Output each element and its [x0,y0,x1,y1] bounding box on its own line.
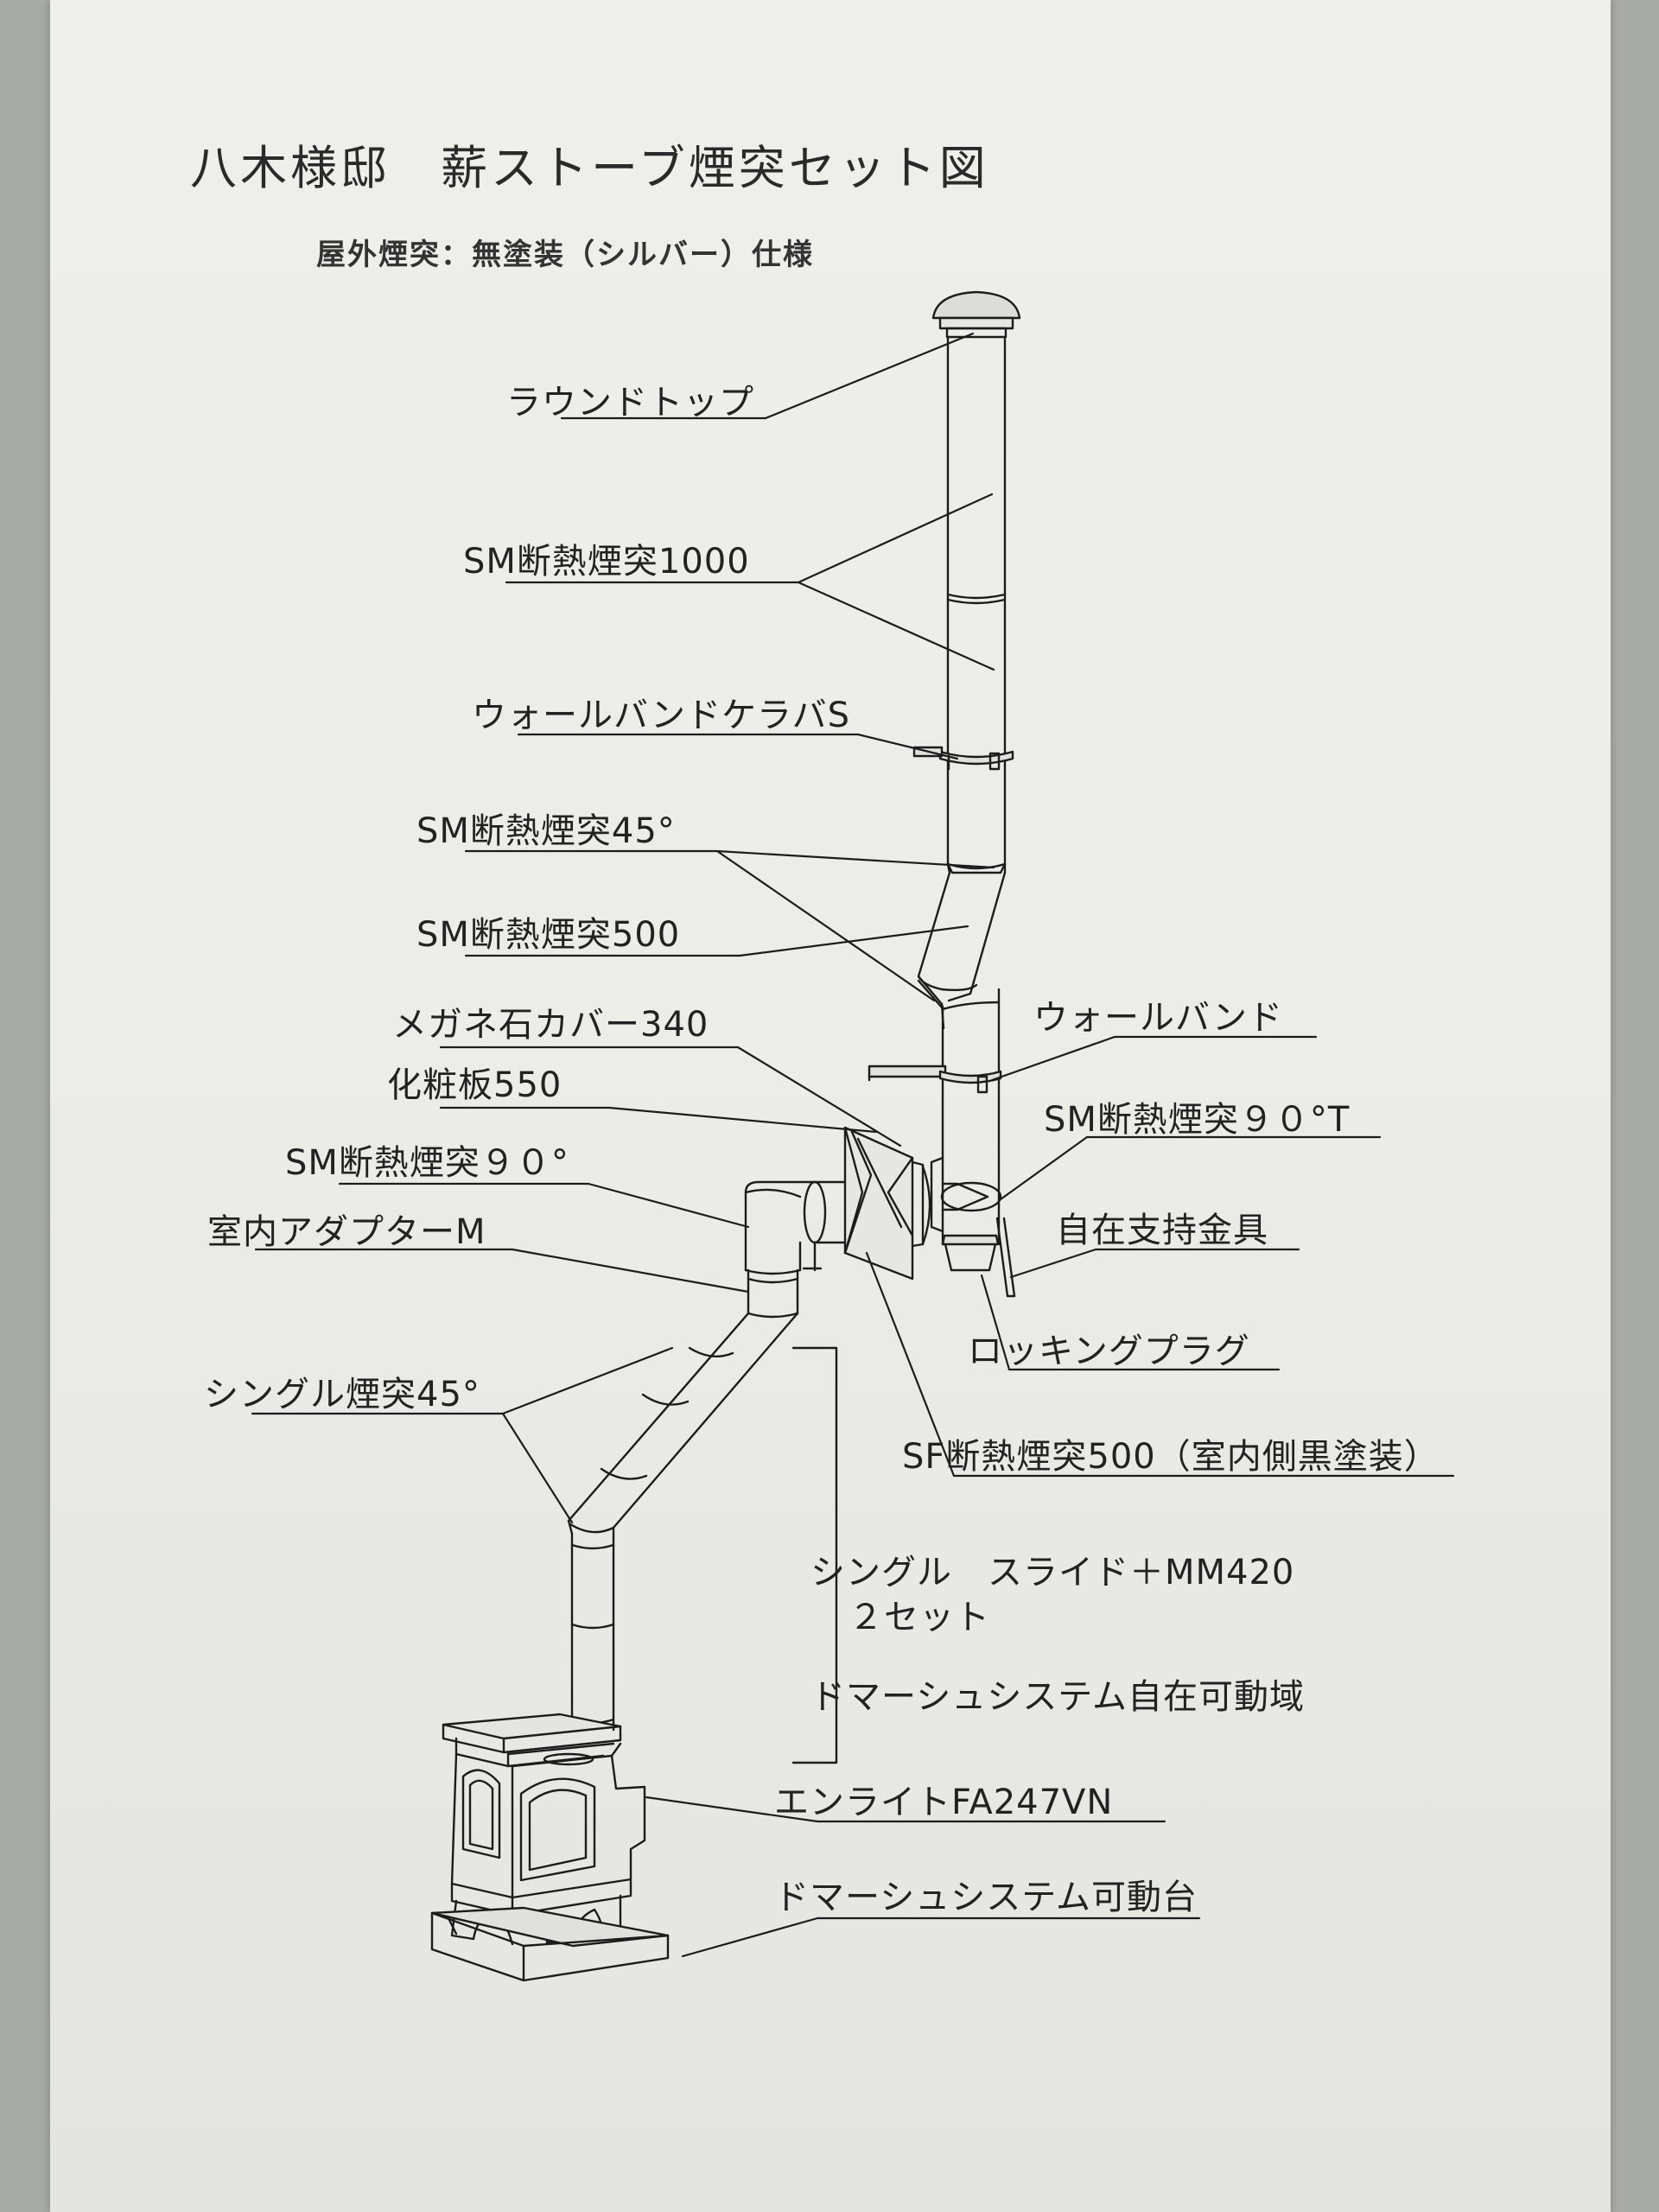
label-single-45: シングル煙突45° [204,1375,480,1414]
label-domarche-range: ドマーシュシステム自在可動域 [810,1677,1305,1717]
label-indoor-adapter: 室内アダプターM [207,1212,486,1252]
label-wallband: ウォールバンド [1033,998,1283,1038]
label-stove: エンライトFA247VN [774,1783,1114,1822]
label-round-top: ラウンドトップ [506,383,754,423]
label-sm-90t: SM断熱煙突９０°T [1044,1100,1351,1140]
label-single-slide: シングル スライド＋MM420 [810,1553,1295,1592]
wallband-kerabas [912,746,1014,771]
stove-body [442,1713,646,1946]
label-support-bracket: 自在支持金具 [1056,1211,1268,1250]
sm-45-and-500 [917,862,1007,1198]
megane-cover [843,1126,931,1281]
label-sm-500: SM断熱煙突500 [416,915,681,955]
label-sm-1000: SM断熱煙突1000 [463,542,750,582]
chimney-diagram [251,290,1455,1982]
paper-sheet: 八木様邸 薪ストーブ煙突セット図 屋外煙突：無塗装（シルバー）仕様 ラウンドトッ… [50,0,1611,2212]
diagram-title: 八木様邸 薪ストーブ煙突セット図 [190,141,989,195]
sm-90-elbow [744,1180,827,1275]
label-wallband-kerabas: ウォールバンドケラバS [472,696,850,735]
label-sm-90: SM断熱煙突９０° [285,1143,569,1183]
single-45-pipes [567,1312,799,1732]
label-keshoban: 化粧板550 [387,1065,563,1105]
label-sf-500: SF断熱煙突500（室内側黒塗装） [902,1437,1440,1477]
label-domarche-base: ドマーシュシステム可動台 [774,1878,1198,1917]
indoor-adapter-m [747,1268,799,1319]
sm-90t-tee [930,1156,1016,1298]
round-top-cap [931,290,1021,339]
sf-500-pipe [802,1180,847,1272]
label-two-sets: ２セット [849,1598,990,1637]
diagram-subtitle: 屋外煙突：無塗装（シルバー）仕様 [316,238,814,272]
wallband [868,1065,1002,1094]
movable-range-bracket [791,1346,838,1764]
label-megane-cover: メガネ石カバー340 [392,1005,709,1045]
label-locking-plug: ロッキングプラグ [968,1332,1250,1371]
domarche-base [430,1906,670,1982]
leader-lines [251,332,1455,1958]
label-sm-45: SM断熱煙突45° [416,811,676,851]
sm-1000-pipes [946,335,1007,866]
